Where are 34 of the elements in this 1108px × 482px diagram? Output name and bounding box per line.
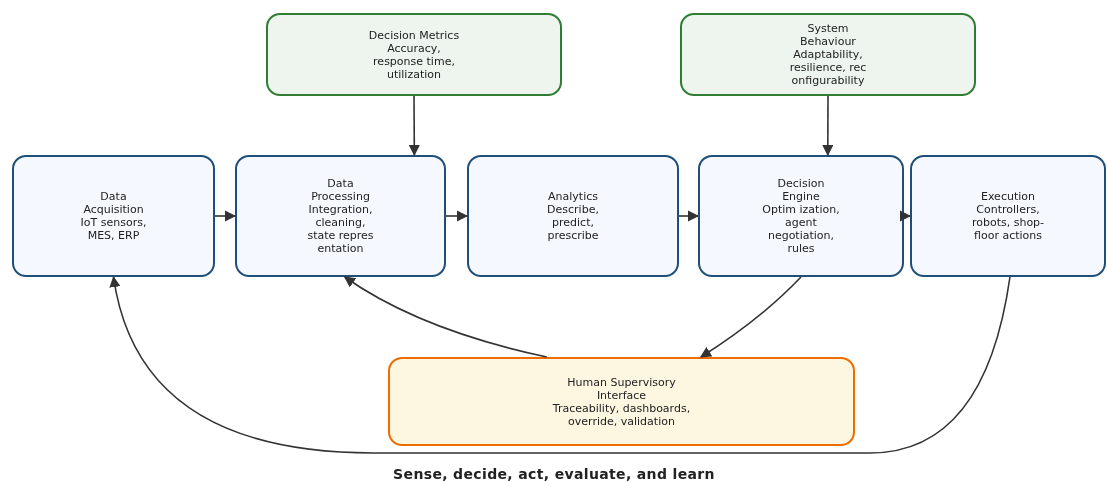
process-box (698, 155, 904, 277)
node-title: Execution (981, 190, 1035, 203)
arrow (408, 95, 420, 157)
arrow (678, 210, 700, 222)
caption: Sense, decide, act, evaluate, and learn (392, 465, 716, 482)
process-box (12, 155, 215, 277)
arrow (343, 276, 548, 358)
arrow (822, 95, 834, 157)
node-description: Adaptability, resilience, rec onfigurability (788, 48, 868, 87)
metric-box (266, 13, 562, 96)
node-title: Decision Metrics (368, 28, 460, 42)
node-description: IoT sensors, MES, ERP (79, 216, 148, 242)
metric-box (680, 13, 976, 96)
node-description: Traceability, dashboards, override, validation (551, 401, 692, 428)
arrow (445, 210, 469, 222)
node-title: Data Acquisition (82, 190, 145, 216)
interface-box (388, 357, 855, 446)
node-description: Optim ization, agent negotiation, rules (761, 203, 841, 255)
node-title: Decision Engine (776, 177, 826, 203)
node-description: Controllers, robots, shop-floor actions (970, 203, 1046, 242)
arrow (214, 210, 237, 222)
arrow (110, 275, 1011, 454)
node-title: Analytics (548, 190, 598, 203)
arrow (699, 276, 802, 358)
node-title: System Behaviour (799, 22, 857, 48)
node-description: Accuracy, response time, utilization (372, 41, 456, 81)
arrow (899, 210, 912, 222)
process-box (235, 155, 446, 277)
node-title: Human Supervisory Interface (566, 375, 677, 402)
process-box (910, 155, 1106, 277)
node-description: Describe, predict, prescribe (546, 203, 600, 242)
process-box (467, 155, 679, 277)
node-description: Integration, cleaning, state repres entation (306, 203, 375, 255)
node-title: Data Processing (310, 177, 371, 203)
